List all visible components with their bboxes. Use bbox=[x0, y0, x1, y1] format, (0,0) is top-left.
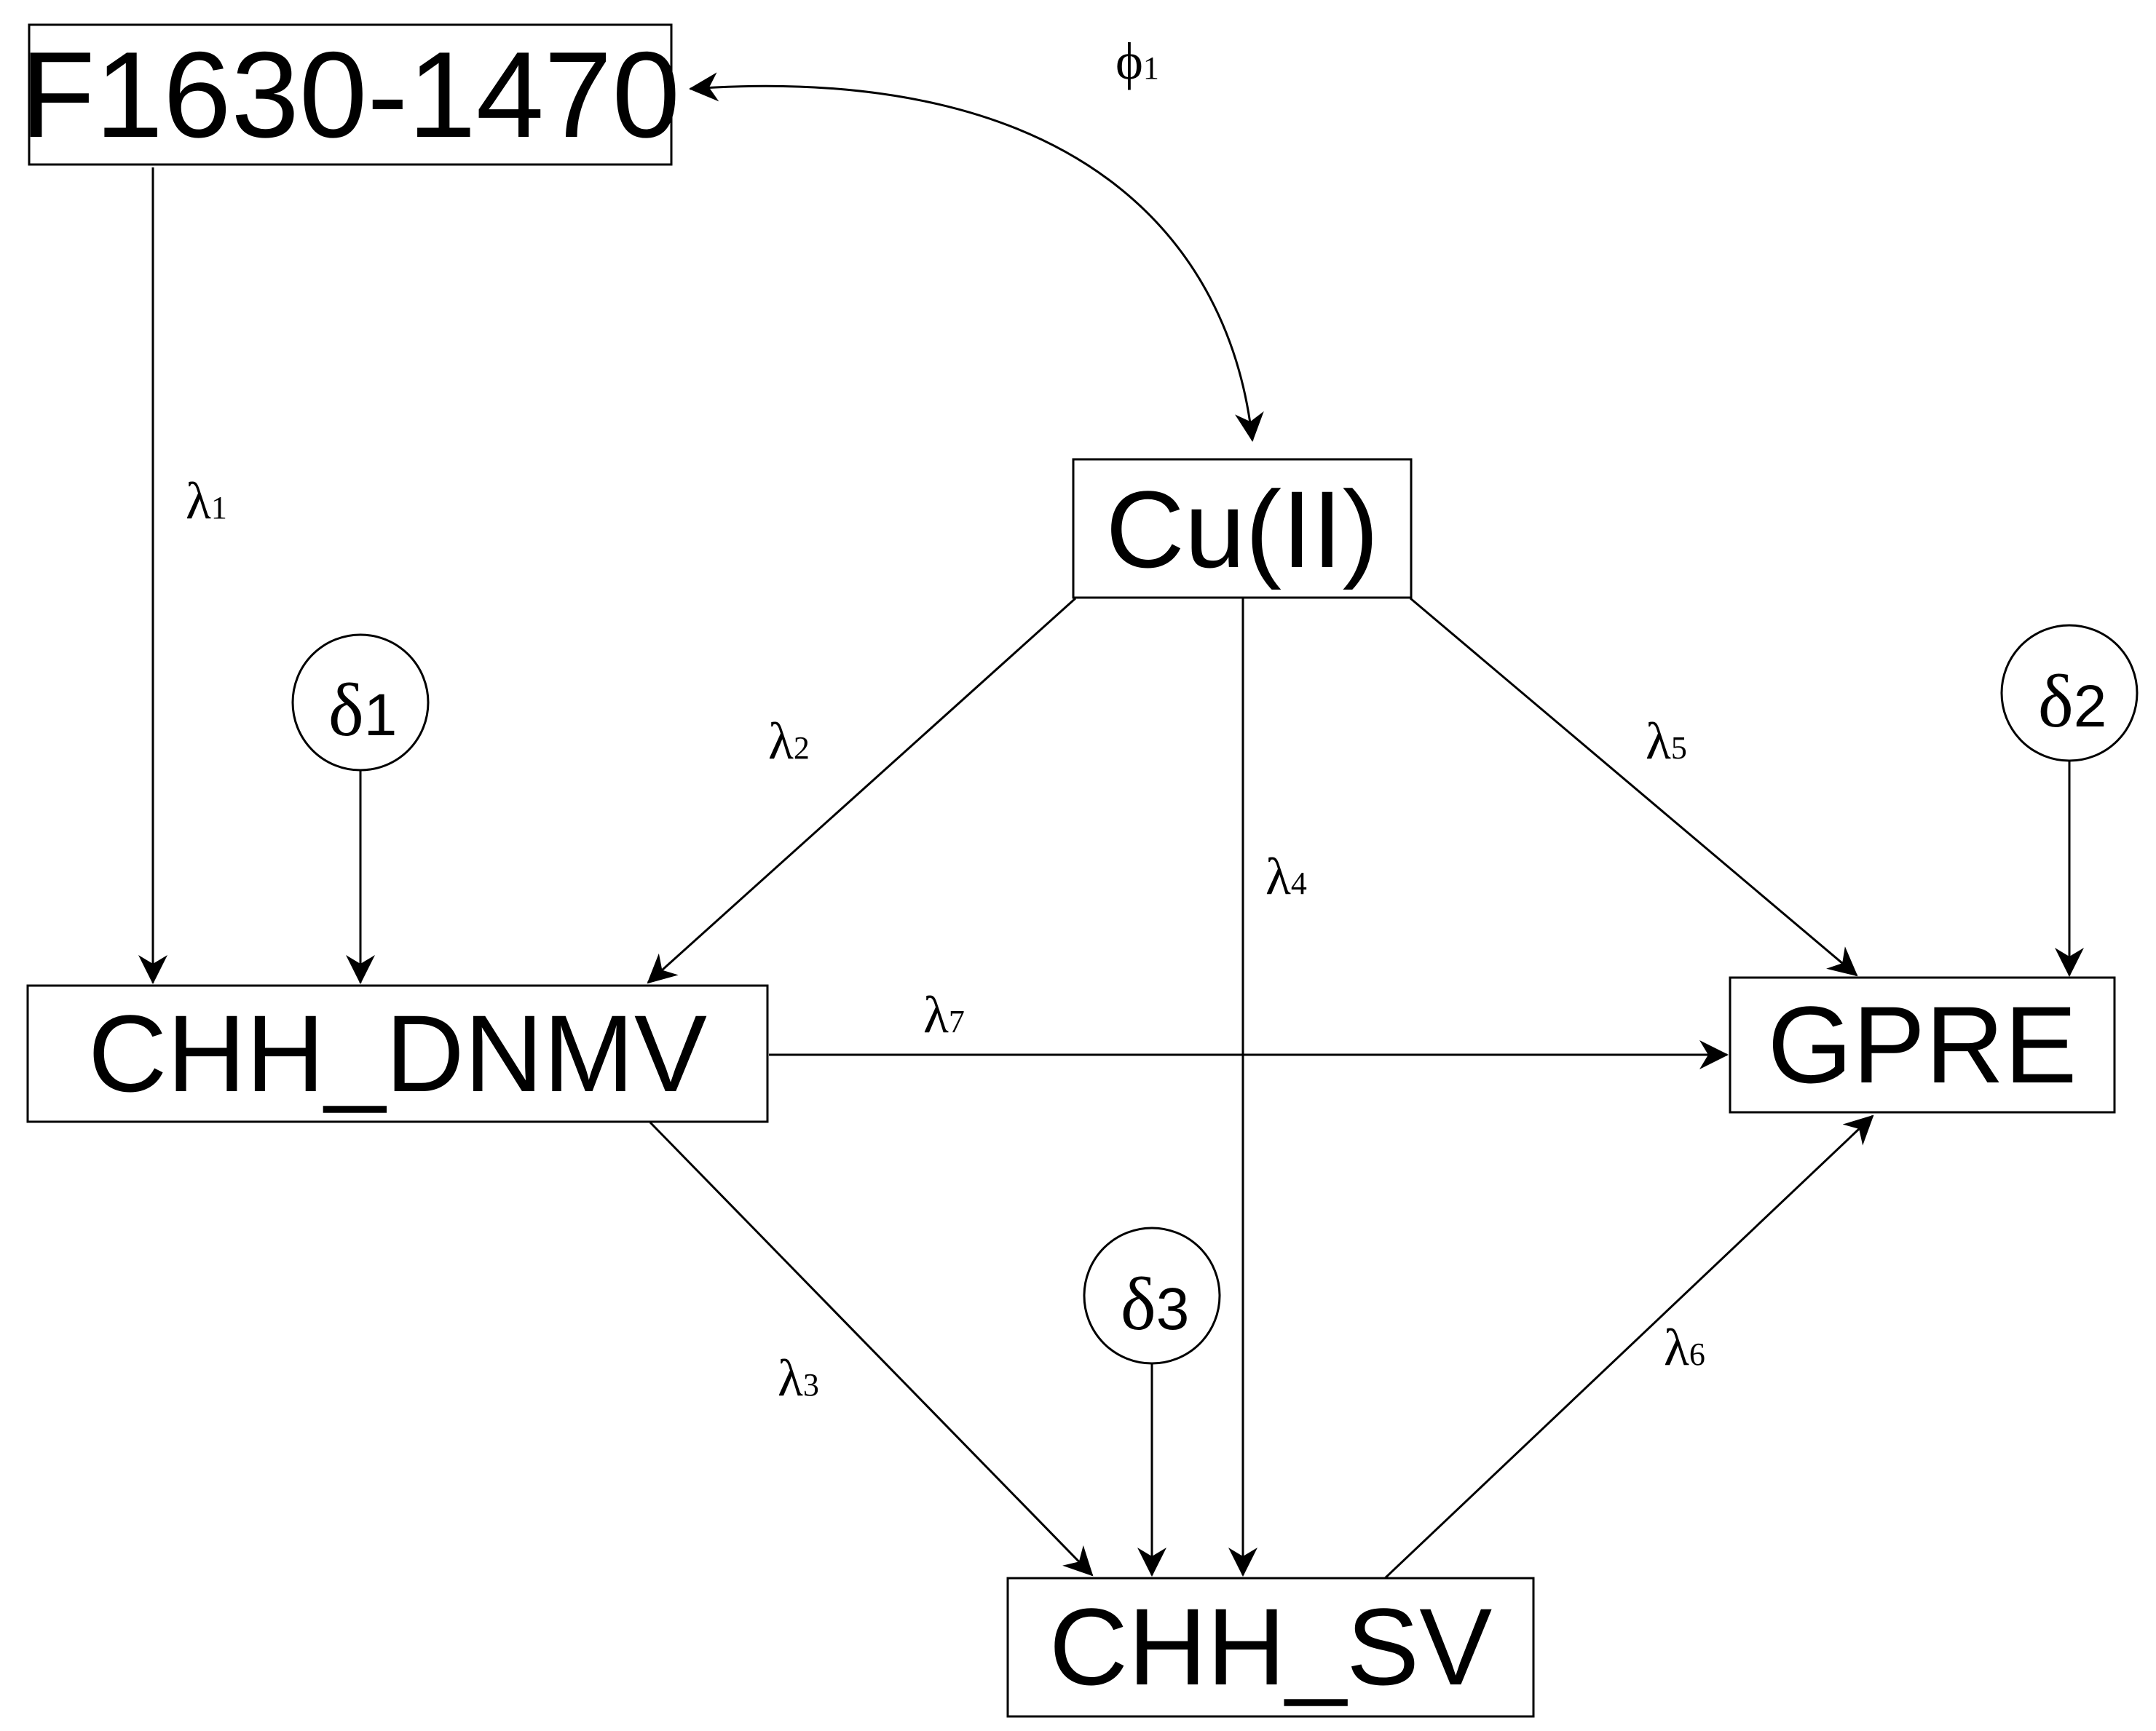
parameter-labels: ϕ1 λ1 λ2 λ3 λ4 λ5 λ6 λ7 bbox=[186, 32, 1705, 1407]
edges bbox=[138, 72, 2084, 1581]
error-subscript-d1: 1 bbox=[364, 682, 398, 748]
error-symbol-d1: δ bbox=[328, 668, 364, 752]
param-label-l7: λ7 bbox=[923, 986, 965, 1044]
param-label-l3: λ3 bbox=[778, 1349, 819, 1407]
error-delta3: δ3 bbox=[1083, 1227, 1221, 1365]
param-label-phi1: ϕ1 bbox=[1115, 32, 1159, 90]
param-label-l1: λ1 bbox=[186, 472, 227, 530]
error-subscript-d2: 2 bbox=[2074, 673, 2107, 740]
error-delta1: δ1 bbox=[291, 633, 430, 772]
param-label-l2: λ2 bbox=[768, 712, 810, 770]
node-label-gpre: GPRE bbox=[1767, 983, 2077, 1106]
path-arrow-l5 bbox=[1410, 597, 1858, 977]
node-label-chh-sv: CHH_SV bbox=[1049, 1585, 1493, 1708]
param-label-l5: λ5 bbox=[1646, 712, 1687, 770]
node-label-cu-ii: Cu(II) bbox=[1106, 468, 1379, 590]
param-label-l6: λ6 bbox=[1664, 1318, 1705, 1377]
error-symbol-d2: δ bbox=[2038, 659, 2074, 743]
node-gpre: GPRE bbox=[1729, 976, 2116, 1114]
svg-text:δ3: δ3 bbox=[1121, 1262, 1190, 1346]
path-arrow-l3 bbox=[649, 1121, 1094, 1577]
node-cu-ii: Cu(II) bbox=[1072, 458, 1413, 599]
error-symbol-d3: δ bbox=[1121, 1262, 1156, 1346]
path-arrow-l2 bbox=[647, 597, 1077, 984]
param-label-l4: λ4 bbox=[1265, 847, 1307, 906]
node-chh-sv: CHH_SV bbox=[1006, 1577, 1535, 1718]
node-label-f1630-1470: F1630-1470 bbox=[20, 26, 680, 163]
svg-text:δ2: δ2 bbox=[2038, 659, 2107, 743]
node-label-chh-dnmv: CHH_DNMV bbox=[88, 992, 707, 1114]
svg-text:δ1: δ1 bbox=[328, 668, 398, 752]
error-delta2: δ2 bbox=[2000, 624, 2139, 762]
node-f1630-1470: F1630-1470 bbox=[20, 23, 680, 166]
node-chh-dnmv: CHH_DNMV bbox=[26, 984, 769, 1123]
error-subscript-d3: 3 bbox=[1156, 1276, 1190, 1342]
path-arrow-l6 bbox=[1382, 1114, 1874, 1581]
covariance-arrow-phi1 bbox=[689, 72, 1264, 442]
